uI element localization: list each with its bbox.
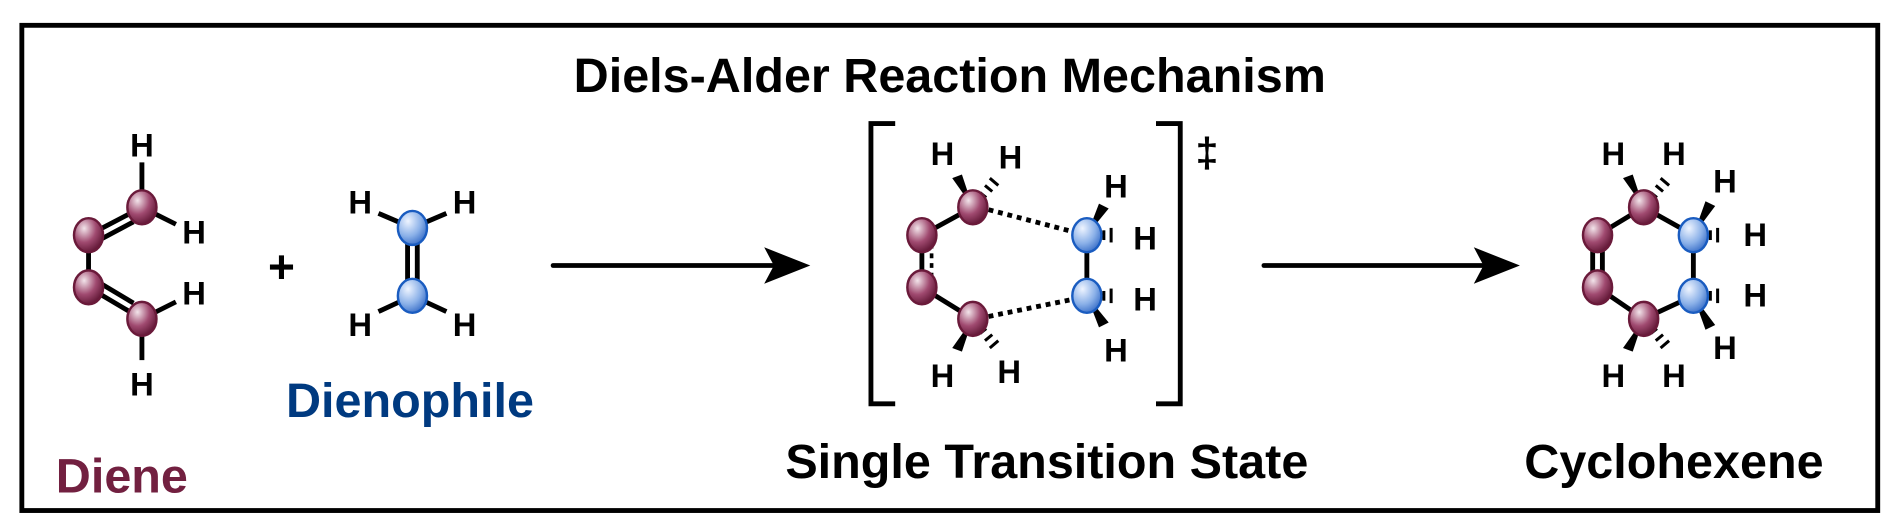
left-bracket: [868, 121, 896, 407]
right-bracket: [1155, 121, 1183, 407]
h-atom: H: [1662, 357, 1686, 394]
diagram-title: Diels-Alder Reaction Mechanism: [574, 49, 1326, 103]
dienophile-molecule: H H H H: [348, 183, 476, 343]
reaction-arrow: [1261, 247, 1520, 284]
transition-state: ‡ H H H H H H H H: [868, 121, 1218, 407]
h-atom: H: [1743, 216, 1767, 253]
h-atom: H: [997, 353, 1021, 390]
h-atom: H: [999, 138, 1023, 175]
plus-sign: +: [268, 240, 295, 292]
h-atom: H: [931, 357, 955, 394]
h-atom: H: [182, 274, 206, 311]
cyclohexene-molecule: H H H H H H H H: [1581, 135, 1767, 394]
h-atom: H: [453, 306, 477, 343]
frame-border: [19, 22, 1881, 513]
h-atom: H: [931, 135, 955, 172]
h-atom: H: [1743, 277, 1767, 314]
h-atom: H: [348, 306, 372, 343]
product-label: Cyclohexene: [1524, 435, 1823, 489]
h-atom: H: [1601, 135, 1625, 172]
h-atom: H: [453, 183, 477, 220]
h-atom: H: [1104, 331, 1128, 368]
h-atom: H: [130, 365, 154, 402]
h-atom: H: [130, 126, 154, 163]
double-dagger-symbol: ‡: [1195, 130, 1218, 176]
h-atom: H: [1713, 329, 1737, 366]
diene-molecule: H H H H: [72, 126, 206, 402]
transition-state-label: Single Transition State: [785, 435, 1308, 489]
h-atom: H: [1601, 357, 1625, 394]
h-atom: H: [1104, 168, 1128, 205]
h-atom: H: [1133, 220, 1157, 257]
h-atom: H: [1662, 135, 1686, 172]
diene-label: Diene: [56, 449, 188, 503]
dienophile-label: Dienophile: [286, 374, 534, 428]
h-atom: H: [182, 214, 206, 251]
h-atom: H: [1713, 163, 1737, 200]
h-atom: H: [1133, 280, 1157, 317]
reaction-arrow: [550, 247, 811, 284]
h-atom: H: [348, 183, 372, 220]
